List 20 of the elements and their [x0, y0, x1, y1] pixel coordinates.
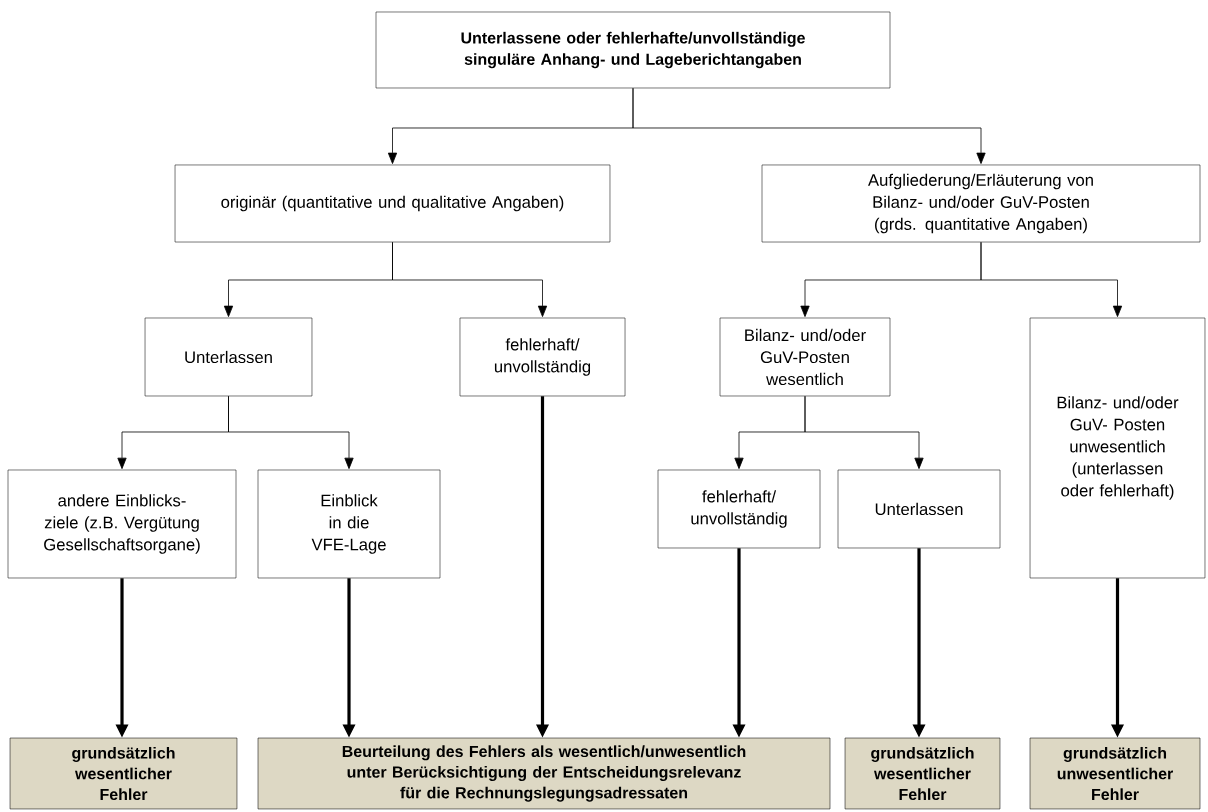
result-box: grundsätzlich wesentlicher Fehler	[844, 737, 1001, 810]
result-box: grundsätzlich wesentlicher Fehler	[9, 737, 238, 810]
arrow	[632, 87, 986, 164]
result-box: grundsätzlich unwesentlicher Fehler	[1029, 737, 1201, 810]
arrow	[392, 241, 548, 317]
category-box: fehlerhaft/ unvollständig	[459, 317, 626, 397]
category-box: Unterlassen	[144, 317, 313, 397]
category-box: fehlerhaft/ unvollständig	[657, 469, 821, 549]
title-box: Unterlassene oder fehlerhafte/unvollständige singuläre Anhang- und Lageberichtangaben	[375, 11, 891, 89]
arrow	[228, 395, 354, 470]
category-box: Bilanz- und/oder GuV-Posten wesentlich	[719, 317, 891, 397]
category-box: Unterlassen	[837, 469, 1001, 549]
category-box: Einblick in die VFE-Lage	[257, 469, 441, 579]
category-box: Bilanz- und/oder GuV- Posten unwesentlich (unterlassen oder fehlerhaft)	[1029, 317, 1206, 579]
category-box: andere Einblicks- ziele (z.B. Vergütung Gesellschaftsorgane)	[7, 469, 237, 579]
category-box: originär (quantitative und qualitative Angaben)	[174, 164, 611, 243]
arrow	[804, 395, 924, 470]
arrow	[980, 241, 1123, 317]
category-box: Aufgliederung/Erläuterung von Bilanz- und/oder GuV-Posten (grds. quantitative Angaben)	[761, 164, 1201, 243]
result-box: Beurteilung des Fehlers als wesentlich/unwesentlich unter Berücksichtigung der Entscheidungsrelevanz für die Rechnungslegungsadressaten	[257, 737, 831, 810]
